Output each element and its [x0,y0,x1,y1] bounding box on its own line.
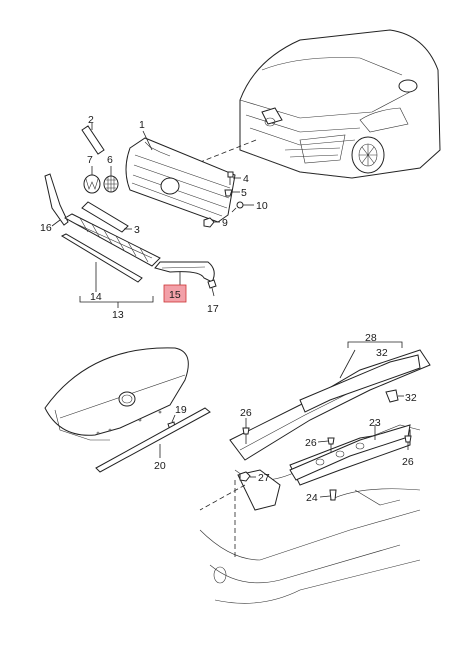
car-front-illustration [239,29,441,179]
lower-grille-14 [60,213,161,283]
leader-16 [51,219,61,227]
trunk-lid [44,347,189,441]
sill-panel-28 [299,354,421,413]
trim-strip-20 [95,407,211,473]
callout-1: 1 [139,119,145,131]
leader-26b [317,440,329,443]
callout-28: 28 [365,332,377,344]
body-frame [199,349,431,604]
screw-26b [327,437,335,452]
callout-9: 9 [222,217,228,229]
callout-26-b: 26 [305,437,317,449]
callout-13: 13 [112,309,124,321]
leader-24 [319,495,331,498]
callout-15: 15 [169,289,181,301]
callout-32-top: 32 [376,347,388,359]
callout-26-c: 26 [402,456,414,468]
callout-6: 6 [107,154,113,166]
callout-16: 16 [40,222,52,234]
callout-24: 24 [306,492,318,504]
callout-5: 5 [241,187,247,199]
sill-bracket-23 [289,424,411,481]
leader-19 [171,414,176,423]
clip-32 [385,389,399,403]
callout-19: 19 [175,404,187,416]
trim-strip [81,125,105,155]
callout-27: 27 [258,472,270,484]
emblem-carrier [103,175,119,193]
screw-17 [207,279,217,297]
screw-10 [231,201,244,213]
callout-32-right: 32 [405,392,417,404]
radiator-grille [125,137,236,223]
screw-26a [242,427,250,444]
screw-4 [227,171,234,185]
nut-27 [239,471,251,482]
side-molding-16 [44,173,69,226]
callout-7: 7 [87,154,93,166]
leader-28 [339,349,356,379]
nut-9 [203,217,215,228]
clip-24 [329,489,337,501]
callout-20: 20 [154,460,166,472]
callout-26-a: 26 [240,407,252,419]
callout-3: 3 [134,224,140,236]
leader-1 [142,130,153,151]
group-bracket-28 [347,341,403,348]
clip-5 [224,189,233,197]
callout-14: 14 [90,291,102,303]
group-bracket-13 [79,296,154,303]
vw-emblem [83,174,101,194]
fog-light-trim-15 [154,261,215,283]
highlight-box-15 [163,284,187,303]
callout-4: 4 [243,173,249,185]
callout-10: 10 [256,200,268,212]
license-plate-bracket [81,201,129,233]
callout-2: 2 [88,114,94,126]
callout-17: 17 [207,303,219,315]
screw-26c [404,435,412,450]
callout-23: 23 [369,417,381,429]
